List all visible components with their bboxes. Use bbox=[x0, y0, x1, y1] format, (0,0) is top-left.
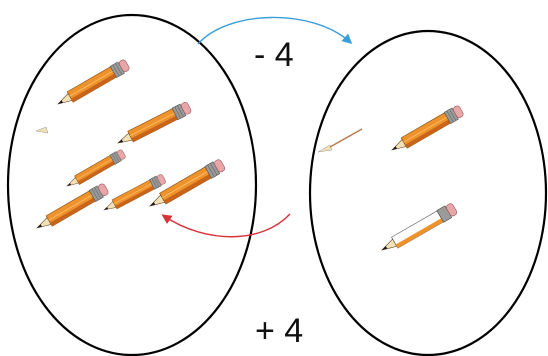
pencil bbox=[64, 149, 126, 191]
right-set-oval bbox=[310, 31, 546, 355]
pencil bbox=[115, 101, 192, 149]
pencil bbox=[34, 182, 110, 233]
add-arrow bbox=[164, 214, 290, 237]
pencil-stub bbox=[36, 127, 48, 133]
pencil bbox=[389, 104, 465, 155]
add-label: + 4 bbox=[255, 314, 303, 348]
pencil bbox=[379, 202, 459, 256]
pencil bbox=[101, 173, 166, 215]
pencil bbox=[55, 58, 131, 109]
subtract-label: - 4 bbox=[254, 38, 294, 72]
left-set-oval bbox=[8, 15, 256, 355]
pencil-stub bbox=[318, 129, 362, 152]
